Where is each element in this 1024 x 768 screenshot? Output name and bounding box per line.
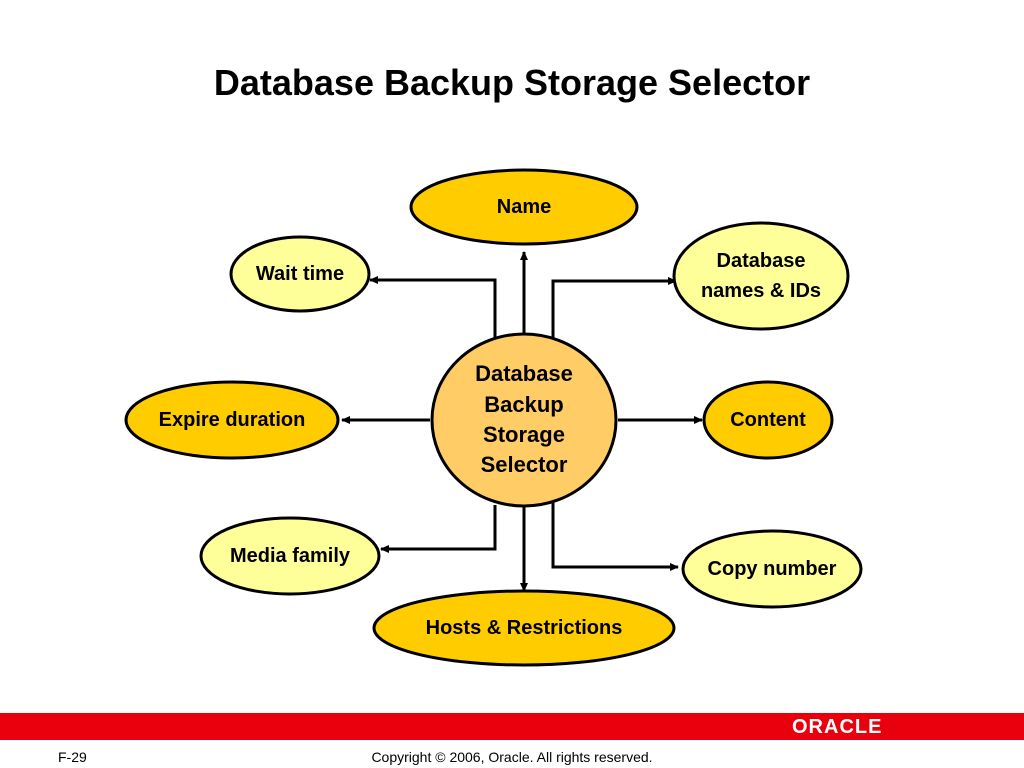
node-database-names-ids-label: Database names & IDs (674, 223, 848, 329)
node-copy-number-label: Copy number (707, 557, 837, 580)
center-node-line-4: Selector (480, 452, 568, 478)
center-node-circle (430, 332, 618, 508)
center-node-line-3: Storage (483, 422, 565, 447)
node-shapes (124, 168, 863, 667)
node-hosts-restrictions-ellipse (372, 589, 676, 667)
node-database-names-ids-line-2: names & IDs (700, 280, 822, 302)
oracle-logo: ORACLE (792, 715, 883, 738)
node-wait-time-ellipse (229, 235, 371, 313)
connectors (341, 251, 703, 592)
center-node-line-1: Database (475, 361, 573, 387)
node-hosts-restrictions-label: Hosts & Restrictions (425, 616, 623, 639)
slide-title: Database Backup Storage Selector (213, 62, 811, 103)
connector-media-family (380, 505, 497, 553)
node-content-ellipse (702, 380, 834, 460)
node-name-ellipse (409, 168, 639, 246)
node-copy-number-ellipse (681, 529, 863, 609)
node-media-family-label: Media family (229, 544, 351, 567)
node-expire-duration-ellipse (124, 380, 340, 460)
slide-number: F-29 (58, 749, 87, 765)
footer-red-bar (0, 713, 1024, 740)
connector-database-names-ids (551, 277, 677, 342)
node-expire-duration-label: Expire duration (158, 408, 306, 431)
node-database-names-ids-ellipse (672, 221, 850, 331)
node-database-names-ids-line-1: Database (716, 250, 806, 272)
center-node-line-2: Backup (484, 391, 564, 417)
copyright-notice: Copyright © 2006, Oracle. All rights res… (371, 749, 653, 765)
connector-wait-time (369, 276, 497, 341)
node-media-family-ellipse (199, 516, 381, 596)
node-content-label: Content (730, 408, 806, 431)
node-name-label: Name (496, 195, 552, 218)
center-node-label: Database Backup Storage Selector (432, 334, 616, 506)
node-wait-time-label: Wait time (255, 262, 345, 285)
connector-copy-number (551, 500, 679, 571)
